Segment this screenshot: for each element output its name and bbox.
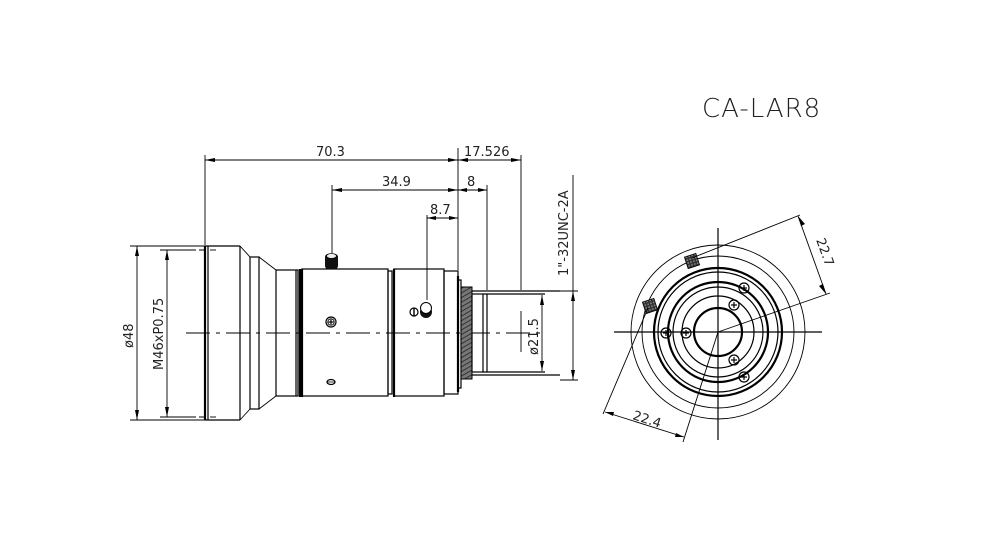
- dim-mount-thread: 1"-32UNC-2A: [557, 190, 572, 276]
- dim-mount-inner-diameter: ø21.5: [527, 318, 542, 355]
- dim-back-focal: 17.526: [464, 145, 510, 160]
- phillips-screw-icon: [660, 327, 672, 339]
- dim-mount-length: 8: [467, 175, 475, 190]
- phillips-screw-icon: [325, 316, 337, 328]
- dim-overall-length: 70.3: [316, 145, 345, 160]
- dim-knob-to-flange: 34.9: [382, 175, 411, 190]
- phillips-screw-icon: [728, 299, 740, 311]
- iris-knob-front-icon: [641, 297, 659, 315]
- phillips-screw-icon: [680, 327, 692, 339]
- focus-lock-knob-icon: [325, 253, 338, 269]
- dim-outer-diameter: ø48: [122, 324, 137, 349]
- phillips-screw-icon: [738, 371, 750, 383]
- dim-screw-to-flange: 8.7: [430, 203, 451, 218]
- front-view: 22.7 22.4: [602, 214, 836, 443]
- dim-front-thread: M46xP0.75: [152, 298, 167, 370]
- model-title: CA-LAR8: [702, 94, 821, 124]
- mount-thread-hatch: [460, 286, 473, 380]
- phillips-screw-icon: [728, 354, 740, 366]
- dim-knob-radius-lower: 22.4: [631, 409, 663, 432]
- dim-knob-radius-upper: 22.7: [812, 236, 836, 268]
- iris-lock-knob-icon: [409, 302, 432, 318]
- phillips-screw-icon: [738, 282, 750, 294]
- focus-knob-front-icon: [683, 252, 701, 270]
- side-view: 70.3 17.526 34.9 8 8.7 ø48: [122, 145, 578, 421]
